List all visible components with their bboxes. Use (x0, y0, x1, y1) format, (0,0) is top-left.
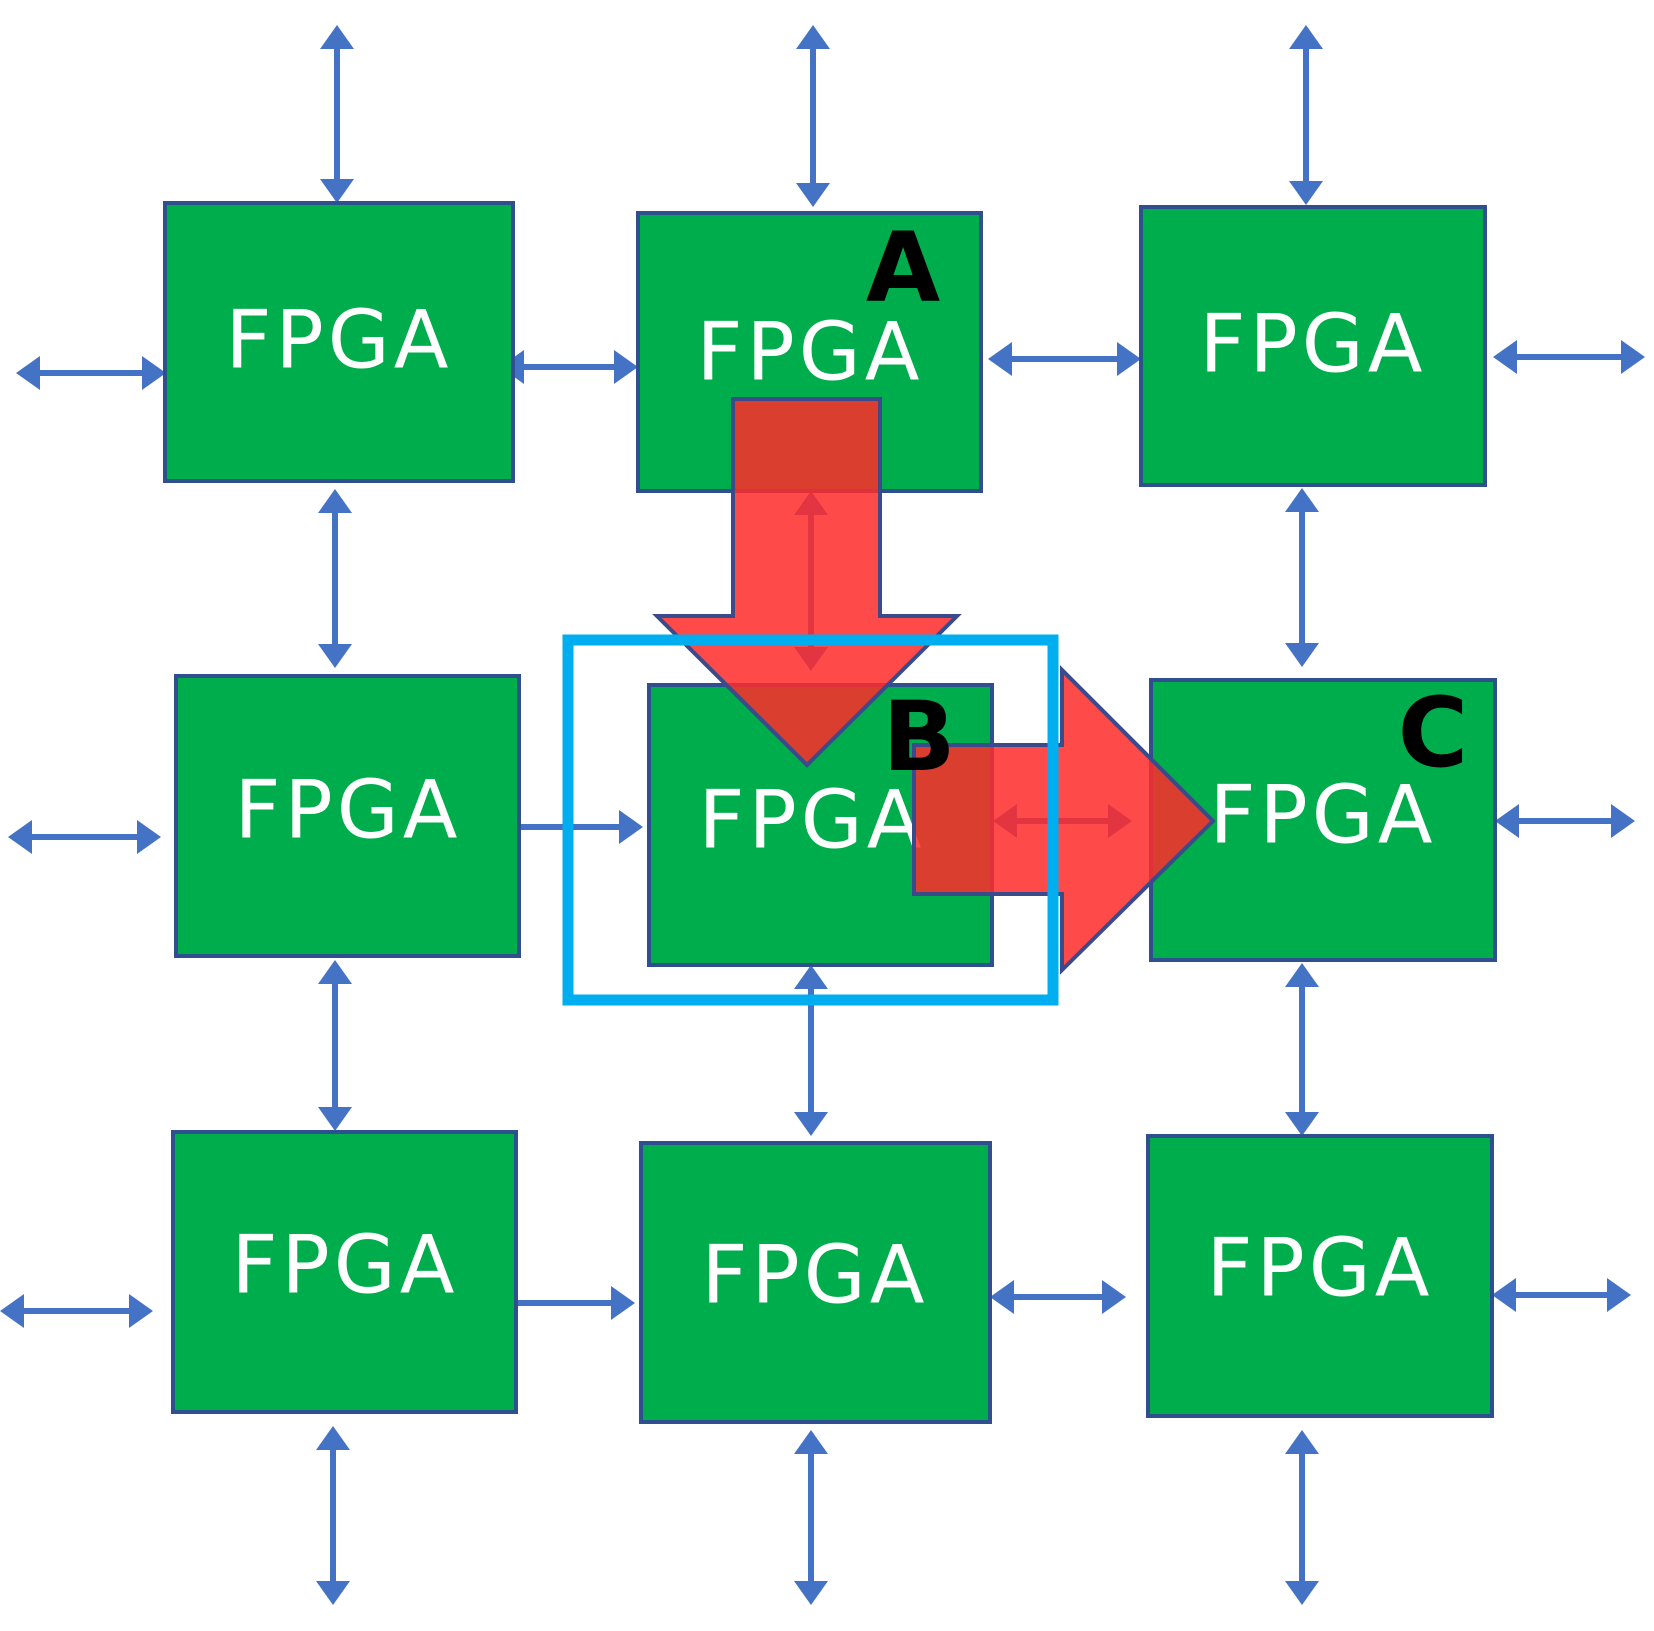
arrowhead (1285, 643, 1319, 667)
link-v-r2r3-c3 (1285, 963, 1319, 1136)
arrowhead (796, 25, 830, 49)
link-h-left-r1 (16, 356, 166, 390)
node-label-b: B (882, 681, 955, 793)
arrowhead (0, 1294, 24, 1328)
arrowhead (1289, 25, 1323, 49)
link-h-left-r3 (0, 1294, 153, 1328)
arrowhead (794, 965, 828, 989)
link-h-c2c3-r1 (988, 342, 1141, 376)
fpga-node-label: FPGA (1200, 298, 1427, 391)
link-v-r1r2-c3 (1285, 488, 1319, 667)
arrowhead (142, 356, 166, 390)
arrowhead (1285, 963, 1319, 987)
arrowhead (16, 356, 40, 390)
arrowhead (316, 1581, 350, 1605)
link-h-c1c2-r3 (516, 1286, 635, 1320)
link-v-r2r3-c1 (318, 960, 352, 1131)
arrowhead (320, 25, 354, 49)
link-v-bottom-c1 (316, 1426, 350, 1605)
fpga-nodes: FPGA FPGA FPGA FPGA FPGA FPGA FPGA FPGA (163, 201, 1497, 1424)
arrowhead (318, 960, 352, 984)
arrowhead (794, 1581, 828, 1605)
link-v-bottom-c2 (794, 1430, 828, 1605)
arrowhead (137, 820, 161, 854)
route-arrows (652, 397, 1216, 975)
fpga-node-label: FPGA (235, 764, 462, 857)
link-v-r1r2-c1 (318, 489, 352, 668)
link-h-c1c2-r2 (520, 810, 643, 844)
arrowhead (318, 489, 352, 513)
arrowhead (619, 810, 643, 844)
link-v-top-c2 (796, 25, 830, 207)
fpga-node-label: FPGA (702, 1229, 929, 1322)
arrowhead (1285, 1581, 1319, 1605)
link-h-c2c3-r3 (990, 1280, 1126, 1314)
arrowhead (1285, 488, 1319, 512)
arrowhead (611, 1286, 635, 1320)
fpga-node-r3c1: FPGA (171, 1130, 518, 1414)
arrowhead (1621, 340, 1645, 374)
arrowhead (316, 1426, 350, 1450)
arrowhead (1611, 804, 1635, 838)
arrowhead (320, 179, 354, 203)
arrowhead (318, 644, 352, 668)
route-arrow-right (912, 665, 1216, 975)
link-h-right-r1 (1493, 340, 1645, 374)
fpga-node-r3c3: FPGA (1146, 1134, 1494, 1418)
highlight-box (562, 634, 1059, 1006)
arrowhead (1102, 1280, 1126, 1314)
fpga-node-r1c1: FPGA (163, 201, 515, 483)
fpga-node-r1c3: FPGA (1139, 205, 1487, 487)
fpga-node-label: FPGA (1210, 769, 1437, 862)
fpga-node-r3c2: FPGA (639, 1141, 992, 1424)
fpga-node-label: FPGA (699, 774, 926, 867)
arrowhead (1495, 804, 1519, 838)
arrowhead (1117, 342, 1141, 376)
route-arrow-down (652, 397, 962, 768)
link-v-top-c1 (320, 25, 354, 203)
arrowhead (990, 1280, 1014, 1314)
link-h-right-r3 (1492, 1278, 1631, 1312)
arrowhead (988, 342, 1012, 376)
arrowhead (318, 1107, 352, 1131)
link-v-r2r3-c2 (794, 965, 828, 1136)
arrowhead (614, 350, 638, 384)
link-h-right-r2 (1495, 804, 1635, 838)
arrowhead (1285, 1430, 1319, 1454)
arrowhead (794, 1112, 828, 1136)
fpga-node-label: FPGA (1207, 1222, 1434, 1315)
node-label-c: C (1398, 677, 1468, 789)
arrowhead (8, 820, 32, 854)
node-label-a: A (866, 212, 940, 324)
arrowhead (1493, 340, 1517, 374)
link-v-top-c3 (1289, 25, 1323, 205)
arrowhead (1492, 1278, 1516, 1312)
link-v-bottom-c3 (1285, 1430, 1319, 1605)
link-h-left-r2 (8, 820, 161, 854)
fpga-node-label: FPGA (232, 1219, 459, 1312)
link-h-c1c2-r1 (500, 350, 638, 384)
arrowhead (796, 183, 830, 207)
fpga-node-label: FPGA (226, 294, 453, 387)
fpga-node-r2c1: FPGA (174, 674, 521, 958)
arrowhead (1607, 1278, 1631, 1312)
interconnect-links (0, 25, 1645, 1605)
arrowhead (794, 1430, 828, 1454)
arrowhead (1289, 181, 1323, 205)
arrowhead (129, 1294, 153, 1328)
arrowhead (1285, 1112, 1319, 1136)
fpga-node-label: FPGA (697, 306, 924, 399)
